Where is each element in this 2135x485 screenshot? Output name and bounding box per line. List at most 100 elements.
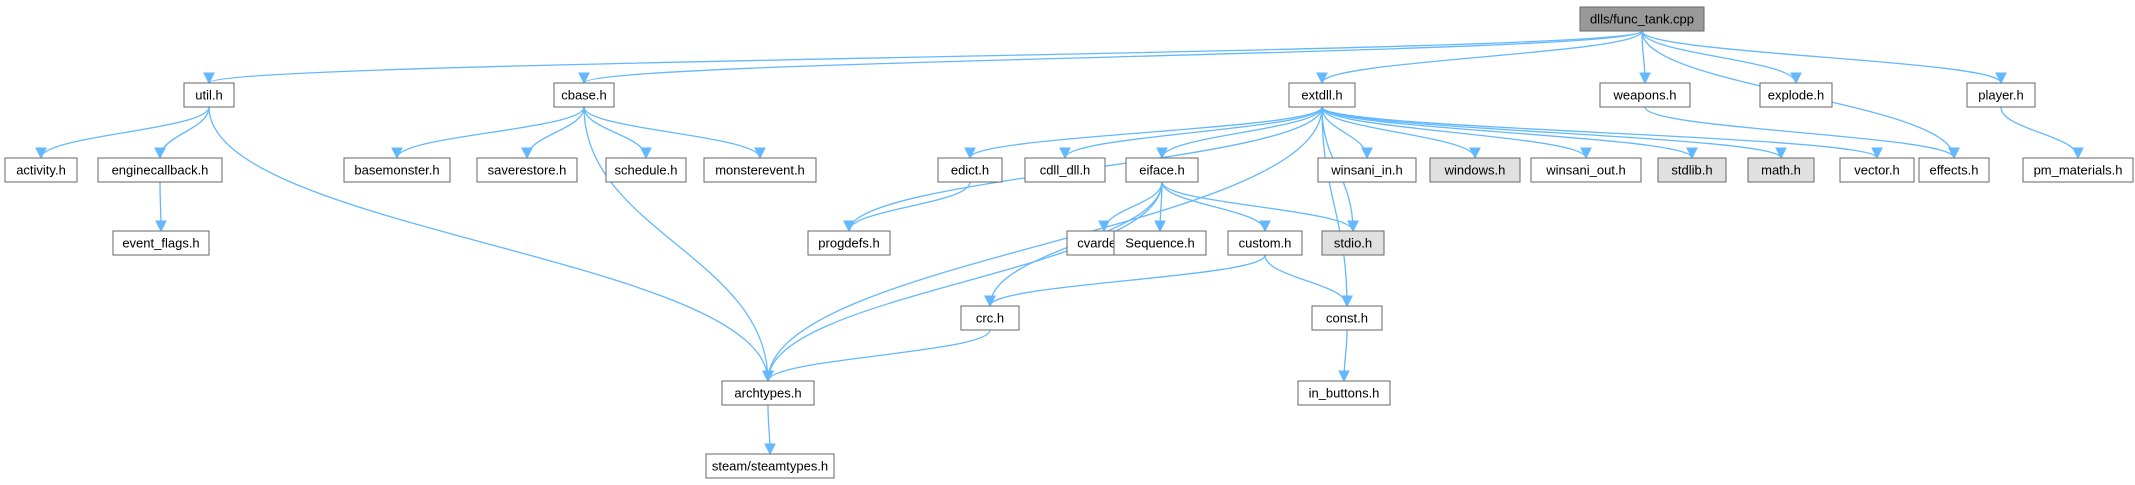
node-label: cbase.h	[561, 88, 607, 103]
node-box	[1579, 6, 1705, 32]
node-label: stdio.h	[1334, 236, 1372, 251]
edge-eiface-to-archtypes	[762, 181, 1163, 383]
node-label: event_flags.h	[122, 236, 199, 251]
node-label: activity.h	[16, 163, 66, 178]
edge-func_tank-to-extdll	[1316, 30, 1643, 85]
node-box	[1759, 82, 1833, 108]
edge-eiface-to-stdio	[1161, 181, 1359, 233]
node-explode[interactable]: explode.h	[1759, 82, 1833, 108]
node-box	[960, 305, 1020, 331]
node-progdefs[interactable]: progdefs.h	[807, 230, 891, 256]
edge-extdll-to-math	[1321, 106, 1787, 160]
node-box	[937, 157, 1003, 183]
node-player[interactable]: player.h	[1966, 82, 2036, 108]
node-box	[1113, 230, 1207, 256]
node-box	[1599, 82, 1691, 108]
node-box	[605, 157, 687, 183]
node-stdio[interactable]: stdio.h	[1321, 230, 1385, 256]
node-weapons[interactable]: weapons.h	[1599, 82, 1691, 108]
edge-archtypes-to-steamtypes	[764, 404, 776, 456]
node-saverestore[interactable]: saverestore.h	[476, 157, 578, 183]
node-enginecallback[interactable]: enginecallback.h	[97, 157, 223, 183]
node-vector[interactable]: vector.h	[1839, 157, 1915, 183]
node-windows[interactable]: windows.h	[1429, 157, 1521, 183]
edge-func_tank-to-player	[1641, 30, 2007, 85]
node-steamtypes[interactable]: steam/steamtypes.h	[705, 453, 835, 479]
node-winsani_in[interactable]: winsani_in.h	[1317, 157, 1417, 183]
node-eiface[interactable]: eiface.h	[1125, 157, 1199, 183]
node-box	[1311, 305, 1383, 331]
edge-cbase-to-schedule	[583, 106, 652, 160]
node-basemonster[interactable]: basemonster.h	[343, 157, 451, 183]
node-label: saverestore.h	[488, 163, 567, 178]
node-label: windows.h	[1444, 163, 1506, 178]
node-math[interactable]: math.h	[1747, 157, 1815, 183]
edge-eiface-to-cvardef	[1098, 181, 1163, 233]
node-box	[1530, 157, 1642, 183]
node-label: dlls/func_tank.cpp	[1590, 12, 1694, 27]
node-label: weapons.h	[1613, 88, 1677, 103]
node-monsterevent[interactable]: monsterevent.h	[703, 157, 817, 183]
edge-edict-to-progdefs	[843, 181, 971, 233]
node-label: explode.h	[1768, 88, 1824, 103]
node-edict[interactable]: edict.h	[937, 157, 1003, 183]
node-label: math.h	[1761, 163, 1801, 178]
node-archtypes[interactable]: archtypes.h	[721, 380, 815, 406]
node-box	[721, 380, 815, 406]
edge-extdll-to-stdlib	[1321, 106, 1698, 160]
node-util[interactable]: util.h	[183, 82, 235, 108]
node-const[interactable]: const.h	[1311, 305, 1383, 331]
node-box	[553, 82, 615, 108]
node-label: vector.h	[1854, 163, 1900, 178]
edge-func_tank-to-weapons	[1639, 30, 1651, 85]
node-winsani_out[interactable]: winsani_out.h	[1530, 157, 1642, 183]
node-label: enginecallback.h	[112, 163, 209, 178]
node-crc[interactable]: crc.h	[960, 305, 1020, 331]
node-cbase[interactable]: cbase.h	[553, 82, 615, 108]
node-label: in_buttons.h	[1309, 386, 1380, 401]
edge-func_tank-to-util	[203, 30, 1643, 85]
edge-func_tank-to-cbase	[578, 30, 1643, 85]
node-label: progdefs.h	[818, 236, 879, 251]
node-in_buttons[interactable]: in_buttons.h	[1297, 380, 1391, 406]
node-box	[1297, 380, 1391, 406]
edge-extdll-to-edict	[964, 106, 1323, 160]
edge-weapons-to-effects	[1644, 106, 1960, 160]
node-label: util.h	[195, 88, 222, 103]
node-label: custom.h	[1239, 236, 1292, 251]
node-effects[interactable]: effects.h	[1918, 157, 1990, 183]
node-label: pm_materials.h	[2034, 163, 2123, 178]
edge-const-to-in_buttons	[1338, 329, 1350, 383]
edge-cbase-to-monsterevent	[583, 106, 766, 160]
node-stdlib[interactable]: stdlib.h	[1657, 157, 1727, 183]
edge-custom-to-const	[1264, 254, 1353, 308]
node-extdll[interactable]: extdll.h	[1288, 82, 1356, 108]
edge-player-to-pm_materials	[2000, 106, 2084, 160]
node-box	[1839, 157, 1915, 183]
node-activity[interactable]: activity.h	[4, 157, 78, 183]
edge-extdll-to-cdll_dll	[1059, 106, 1323, 160]
node-label: basemonster.h	[354, 163, 439, 178]
edge-eiface-to-custom	[1161, 181, 1271, 233]
node-label: edict.h	[951, 163, 989, 178]
node-custom[interactable]: custom.h	[1227, 230, 1303, 256]
node-label: winsani_in.h	[1330, 163, 1403, 178]
node-cdll_dll[interactable]: cdll_dll.h	[1024, 157, 1106, 183]
node-box	[112, 230, 210, 256]
node-box	[476, 157, 578, 183]
node-pm_materials[interactable]: pm_materials.h	[2022, 157, 2134, 183]
edge-extdll-to-winsani_in	[1321, 106, 1373, 160]
node-box	[807, 230, 891, 256]
node-sequence[interactable]: Sequence.h	[1113, 230, 1207, 256]
node-label: archtypes.h	[734, 386, 801, 401]
node-label: const.h	[1326, 311, 1368, 326]
node-schedule[interactable]: schedule.h	[605, 157, 687, 183]
node-box	[703, 157, 817, 183]
edge-enginecallback-to-event_flags	[155, 181, 167, 233]
node-func_tank[interactable]: dlls/func_tank.cpp	[1579, 6, 1705, 32]
node-event_flags[interactable]: event_flags.h	[112, 230, 210, 256]
node-label: cdll_dll.h	[1040, 163, 1091, 178]
node-box	[1747, 157, 1815, 183]
edge-custom-to-crc	[984, 254, 1266, 308]
